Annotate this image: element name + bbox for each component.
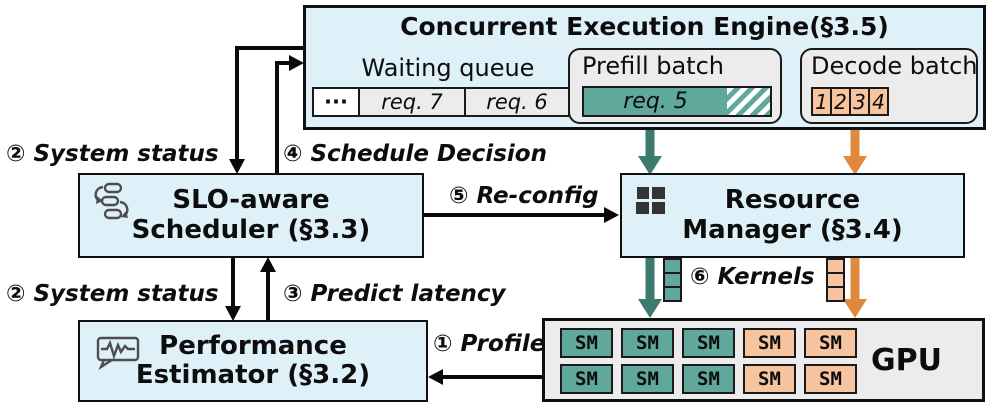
decode-batch-label: Decode batch <box>811 52 978 80</box>
workflow-icon <box>90 182 134 220</box>
decode-cell-2: 2 <box>830 87 851 116</box>
prefill-remaining-hatch <box>727 88 770 115</box>
prefill-to-rm-arrow <box>638 130 662 175</box>
sm-block: SM <box>560 364 613 394</box>
gpu-label: GPU <box>871 342 942 378</box>
decode-to-rm-arrow <box>843 130 867 175</box>
sm-block: SM <box>804 328 857 358</box>
label-profile: ① Profile <box>433 331 546 357</box>
label-kernels: ⑥ Kernels <box>690 264 815 290</box>
estimator-title-line2: Estimator (§3.2) <box>135 360 371 390</box>
sm-block: SM <box>743 364 796 394</box>
decode-batch-panel: Decode batch 1 2 3 4 <box>800 48 978 124</box>
decode-cell-3: 3 <box>849 87 870 116</box>
resource-manager-title-line1: Resource <box>724 185 861 216</box>
waiting-queue: ··· req. 7 req. 6 <box>312 87 570 117</box>
waveform-icon <box>96 334 142 370</box>
label-schedule-decision: ④ Schedule Decision <box>283 141 547 167</box>
resource-manager-title: Resource Manager (§3.4) <box>682 186 902 244</box>
system-status-bottom-arrow <box>225 257 241 321</box>
prefill-batch-panel: Prefill batch req. 5 <box>568 48 782 124</box>
scheduler-title-line2: Scheduler (§3.3) <box>131 214 371 245</box>
sm-block: SM <box>560 328 613 358</box>
re-config-arrow <box>424 207 619 223</box>
sm-block: SM <box>804 364 857 394</box>
teal-kernel-stack-icon <box>663 258 682 302</box>
decode-cell-4: 4 <box>868 87 889 116</box>
performance-estimator-box: Performance Estimator (§3.2) <box>78 320 428 402</box>
engine-title: Concurrent Execution Engine(§3.5) <box>400 12 889 41</box>
predict-latency-arrow <box>260 257 276 321</box>
label-re-config: ⑤ Re-config <box>449 183 599 209</box>
slo-scheduler-box: SLO-aware Scheduler (§3.3) <box>78 173 424 258</box>
gpu-box: SM SM SM SM SM SM SM SM SM SM GPU <box>542 318 985 402</box>
grid-icon <box>635 186 667 216</box>
sm-block: SM <box>621 328 674 358</box>
queue-cell-req6: req. 6 <box>464 87 570 117</box>
concurrent-execution-engine-box: Concurrent Execution Engine(§3.5) Waitin… <box>303 5 986 130</box>
scheduler-title-line1: SLO-aware <box>172 185 330 216</box>
rm-to-gpu-teal-arrow <box>638 257 662 318</box>
queue-cell-req7: req. 7 <box>358 87 466 117</box>
label-system-status-bottom: ② System status <box>6 281 219 307</box>
sm-block: SM <box>743 328 796 358</box>
decode-cells: 1 2 3 4 <box>811 87 889 116</box>
prefill-request: req. 5 <box>584 88 727 115</box>
scheduler-title: SLO-aware Scheduler (§3.3) <box>132 186 371 244</box>
estimator-title-line1: Performance <box>159 330 347 361</box>
sm-block: SM <box>682 364 735 394</box>
sm-block: SM <box>621 364 674 394</box>
sm-block: SM <box>682 328 735 358</box>
label-predict-latency: ③ Predict latency <box>283 281 506 307</box>
queue-cell-ellipsis: ··· <box>312 87 360 117</box>
profile-arrow <box>428 369 543 385</box>
waiting-queue-label: Waiting queue <box>361 54 535 82</box>
prefill-bar: req. 5 <box>582 86 772 117</box>
label-system-status-top: ② System status <box>6 141 219 167</box>
rm-to-gpu-orange-arrow <box>843 257 867 318</box>
sm-grid: SM SM SM SM SM SM SM SM SM SM <box>560 328 857 394</box>
estimator-title: Performance Estimator (§3.2) <box>135 330 371 390</box>
resource-manager-title-line2: Manager (§3.4) <box>682 214 903 245</box>
orange-kernel-stack-icon <box>826 258 845 302</box>
prefill-batch-label: Prefill batch <box>582 52 724 80</box>
decode-cell-1: 1 <box>811 87 832 116</box>
resource-manager-box: Resource Manager (§3.4) <box>620 173 965 258</box>
